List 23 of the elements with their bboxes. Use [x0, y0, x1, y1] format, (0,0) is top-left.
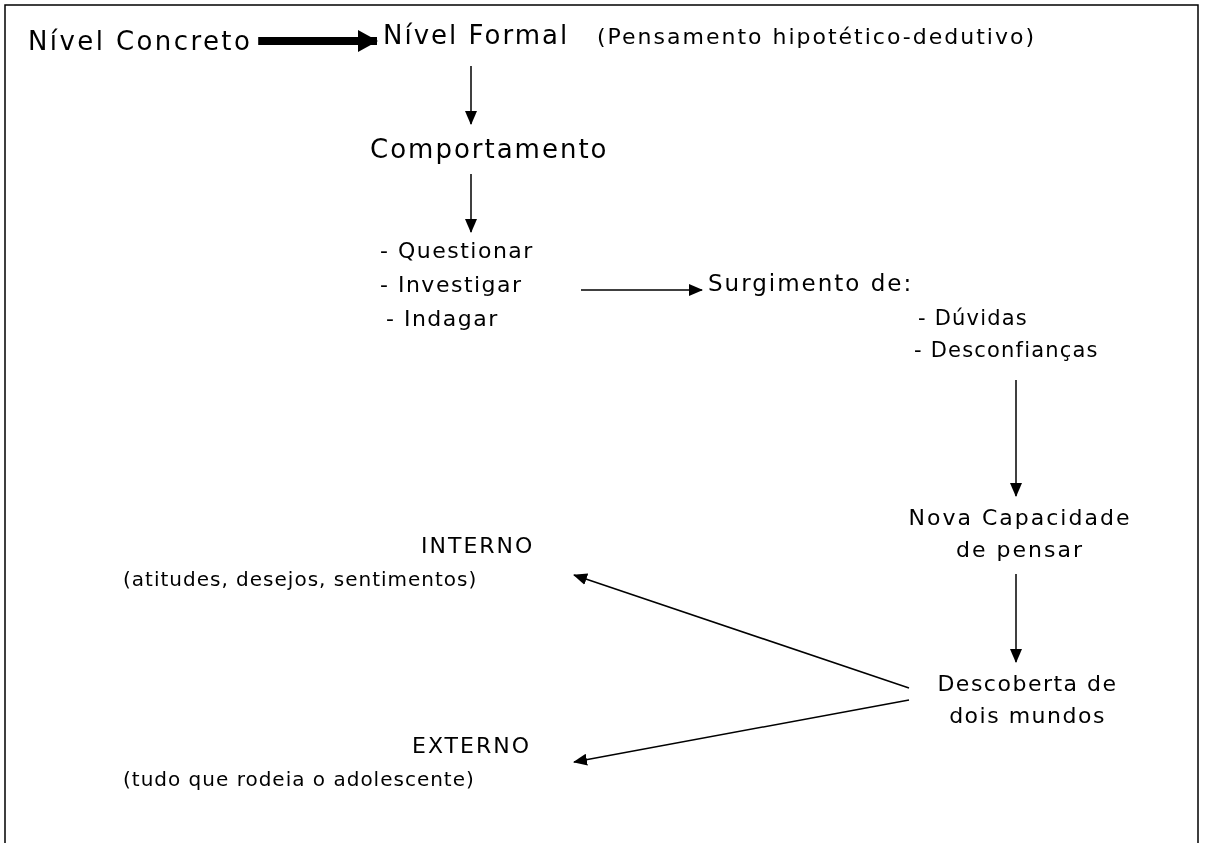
item-label: - Investigar: [380, 272, 523, 299]
step-label: Comportamento: [370, 130, 609, 168]
arrow: [1010, 573, 1022, 663]
arrow: [465, 173, 477, 233]
heading-label: Surgimento de:: [708, 270, 914, 298]
step-label: Nova Capacidade de pensar: [895, 502, 1145, 568]
item-label: - Indagar: [386, 306, 499, 333]
arrow: [1010, 379, 1022, 497]
arrow: [573, 699, 910, 766]
item-label: (atitudes, desejos, sentimentos): [123, 567, 478, 591]
item-label: - Dúvidas: [918, 306, 1028, 332]
arrow: [465, 65, 477, 125]
step-label: Nível Concreto: [28, 22, 253, 60]
item-label: (tudo que rodeia o adolescente): [123, 767, 475, 791]
note-label: (Pensamento hipotético-dedutivo): [597, 24, 1036, 51]
heading-label: INTERNO: [421, 533, 535, 560]
heading-label: Nível Formal: [383, 20, 570, 52]
step-label: Descoberta de dois mundos: [915, 668, 1140, 734]
arrow: [580, 284, 703, 296]
heading-label: - Questionar: [380, 238, 534, 265]
item-label: - Desconfianças: [914, 338, 1099, 364]
heading-label: EXTERNO: [412, 733, 531, 760]
arrow: [573, 573, 910, 689]
